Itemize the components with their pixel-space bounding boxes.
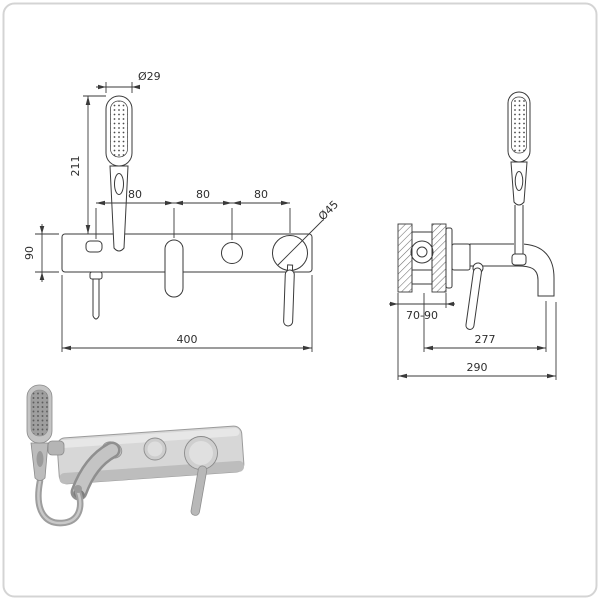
shower-hook bbox=[85, 240, 103, 253]
side-view: 70-90 277 290 bbox=[389, 91, 557, 380]
render-hook bbox=[47, 440, 65, 456]
wall-section-front bbox=[431, 223, 447, 293]
handle-slot-side bbox=[514, 171, 524, 191]
dim-handshower-height: 211 bbox=[69, 95, 106, 234]
render-hose bbox=[35, 477, 84, 527]
dim-total-projection: 290 bbox=[398, 302, 557, 380]
front-view: Ø29 211 80 80 80 Ø45 bbox=[23, 70, 341, 352]
escutcheon bbox=[445, 227, 453, 289]
dim-plate-width: 400 bbox=[61, 275, 313, 352]
wall-section-back bbox=[397, 223, 413, 293]
dim-label-plate-height: 90 bbox=[23, 246, 36, 260]
dim-label-total-projection: 290 bbox=[467, 361, 488, 374]
dim-label-spacing-3: 80 bbox=[254, 188, 268, 201]
handshower-front bbox=[85, 95, 133, 253]
perspective-view bbox=[26, 384, 245, 527]
handshower-handle-side bbox=[510, 161, 528, 206]
dim-wall-depth: 70-90 bbox=[389, 293, 455, 380]
spout-base-side bbox=[451, 243, 471, 271]
dim-spacings: 80 80 80 bbox=[95, 188, 291, 240]
diverter-knob bbox=[221, 242, 243, 264]
dim-label-spacing-2: 80 bbox=[196, 188, 210, 201]
render-handshower bbox=[26, 384, 53, 481]
dim-handshower-diameter: Ø29 bbox=[96, 70, 161, 93]
mixer-lever-side bbox=[465, 262, 484, 330]
mixer-lever bbox=[283, 264, 295, 327]
tub-spout-front bbox=[164, 239, 184, 298]
inwall-body bbox=[410, 231, 434, 285]
dim-label-spout-projection: 277 bbox=[475, 333, 496, 346]
dim-spout-projection: 277 bbox=[423, 293, 547, 352]
shower-hose-front bbox=[89, 271, 103, 320]
handshower-side bbox=[507, 91, 531, 266]
dim-label-handshower-diameter: Ø29 bbox=[138, 70, 161, 83]
hose-elbow bbox=[511, 253, 527, 266]
dim-label-spacing-1: 80 bbox=[128, 188, 142, 201]
dim-label-handshower-height: 211 bbox=[69, 156, 82, 177]
dim-plate-height: 90 bbox=[23, 224, 59, 282]
spray-face bbox=[110, 100, 128, 158]
render-diverter-knob bbox=[143, 437, 167, 461]
render-mixer-knob bbox=[184, 436, 218, 516]
dim-label-plate-width: 400 bbox=[177, 333, 198, 346]
handle-slot bbox=[114, 173, 124, 195]
tub-spout-side bbox=[469, 243, 555, 297]
dim-label-wall-depth: 70-90 bbox=[406, 309, 438, 322]
spray-face-side bbox=[511, 96, 527, 154]
